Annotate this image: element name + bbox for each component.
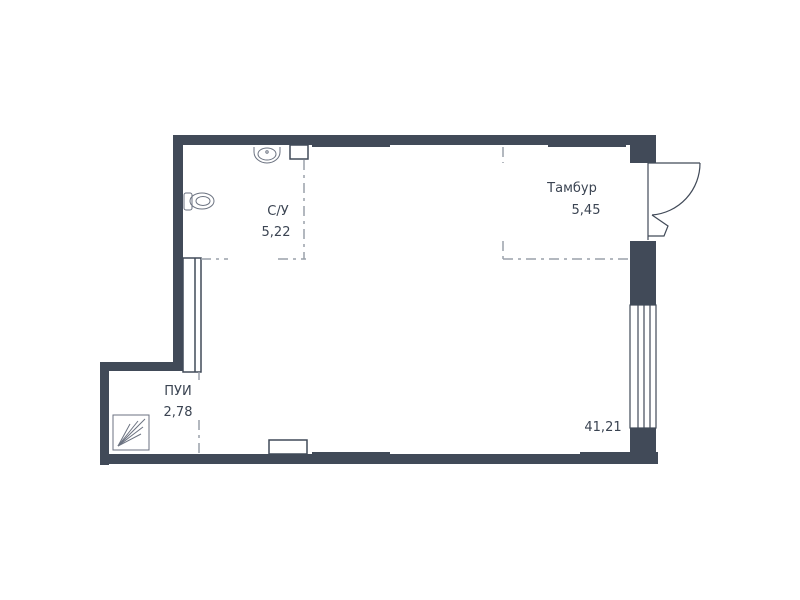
wall-right-top <box>630 135 656 163</box>
toilet-icon <box>183 192 215 211</box>
wall-right-mid <box>630 241 656 305</box>
toilet-seat <box>195 196 211 206</box>
toilet-tank <box>183 192 193 211</box>
room-labels: С/У 5,22 Тамбур 5,45 ПУИ 2,78 41,21 <box>164 181 622 435</box>
window <box>629 304 657 429</box>
partitions <box>182 144 309 455</box>
vestibule-area: 5,45 <box>572 203 601 218</box>
door-leaf <box>648 214 669 237</box>
partition-utility <box>182 257 202 373</box>
bathroom-niche <box>289 144 309 160</box>
sink-basin <box>257 147 277 161</box>
wall-bottom-segment <box>312 452 390 464</box>
vestibule-name: Тамбур <box>546 181 597 196</box>
shower-line <box>117 426 144 447</box>
toilet-bowl <box>189 192 215 210</box>
bathroom-name: С/У <box>267 204 288 219</box>
wall-top-segment <box>312 135 390 147</box>
room-boundaries <box>198 147 630 454</box>
bathroom-area: 5,22 <box>262 225 291 240</box>
outer-walls <box>100 135 658 465</box>
wall-utility-left <box>100 362 109 465</box>
wall-utility-top <box>100 362 183 371</box>
shower-tray-icon <box>112 414 150 451</box>
window-frame <box>629 304 657 429</box>
sink-bowl <box>253 147 281 164</box>
shower-line <box>117 423 131 447</box>
shower-line <box>117 420 139 447</box>
wall-top <box>173 135 656 145</box>
bottom-niche <box>268 439 308 455</box>
utility-area: 2,78 <box>164 405 193 420</box>
shower-tray <box>112 414 150 451</box>
main-room-area: 41,21 <box>584 420 621 435</box>
shower-line <box>117 418 146 447</box>
sink-drain <box>265 150 269 154</box>
door-swing <box>651 162 701 216</box>
shower-line <box>117 433 142 447</box>
wall-left-upper <box>173 135 183 367</box>
utility-name: ПУИ <box>164 384 191 399</box>
sink-icon <box>253 147 281 164</box>
wall-top-segment <box>548 135 626 147</box>
wall-right-bottom <box>630 428 656 464</box>
entrance-door-icon <box>647 162 701 240</box>
